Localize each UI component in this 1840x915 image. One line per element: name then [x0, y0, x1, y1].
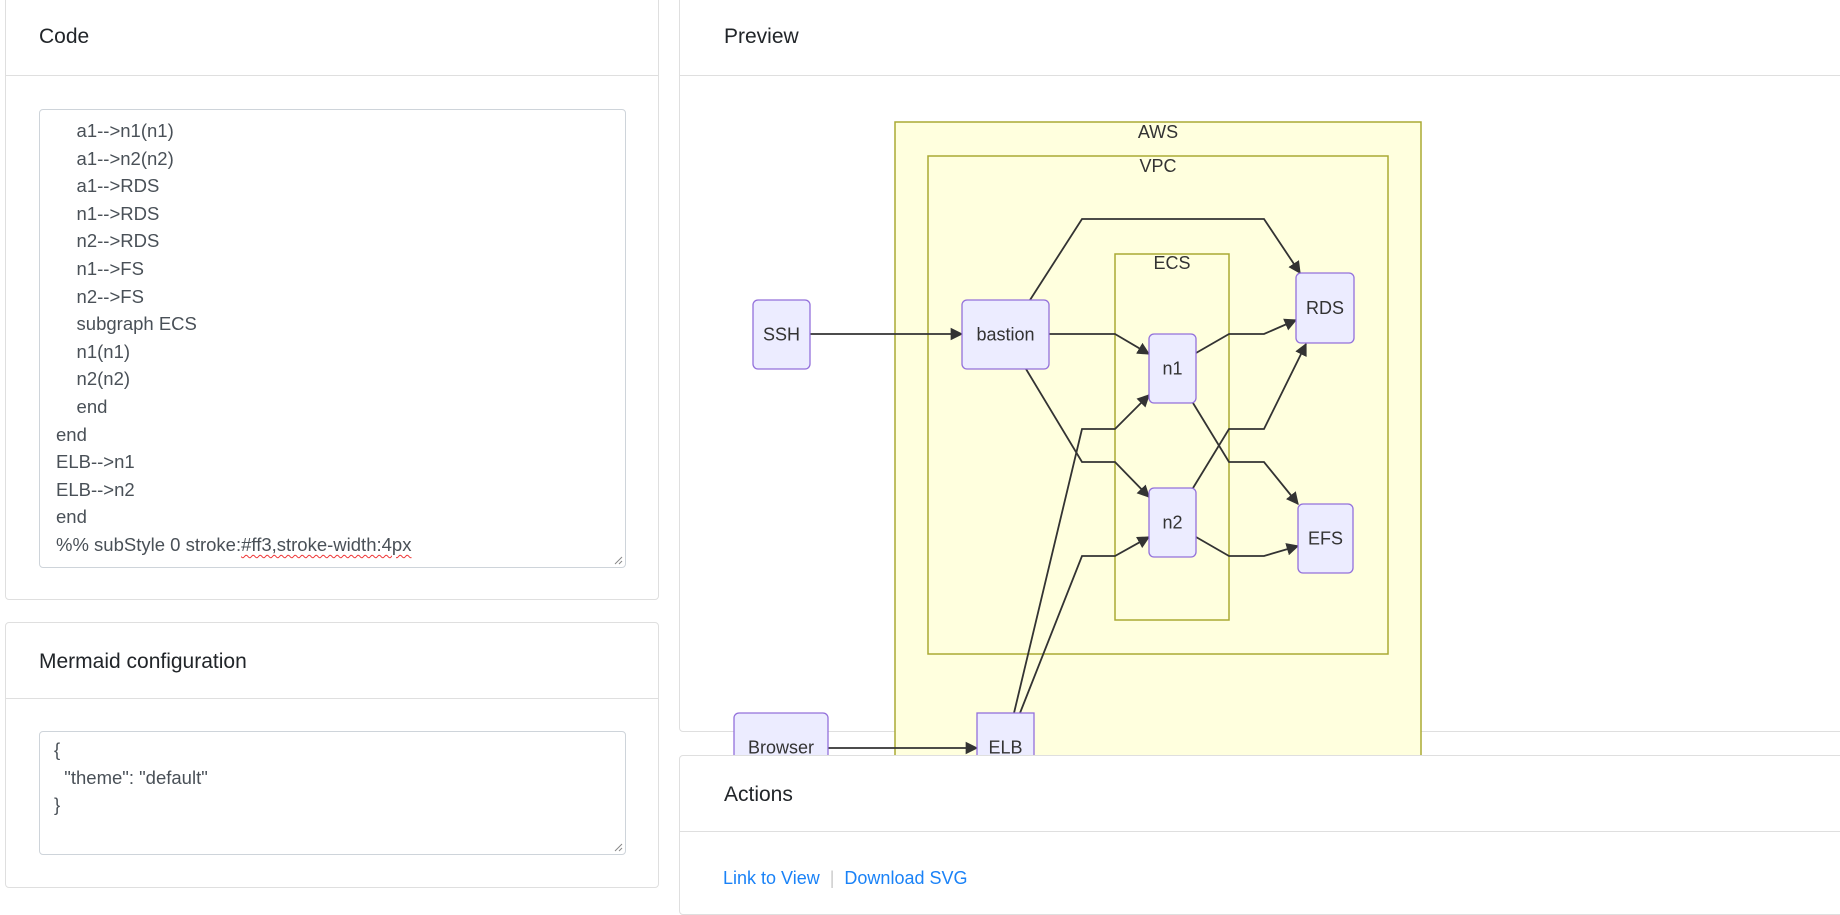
edge-n1-to-efs	[1192, 402, 1299, 505]
link-separator: |	[829, 868, 835, 888]
code-card-header: Code	[6, 0, 658, 76]
node-n1-label: n1	[1162, 359, 1182, 379]
code-title: Code	[39, 25, 90, 48]
edge-n2-to-efs	[1195, 536, 1300, 557]
node-elb-label: ELB	[988, 738, 1022, 758]
actions-title: Actions	[724, 783, 793, 806]
node-ssh[interactable]	[752, 299, 811, 370]
preview-title: Preview	[724, 25, 799, 48]
preview-card-header: Preview	[680, 0, 1840, 76]
node-ssh-label: SSH	[763, 325, 800, 345]
edge-bastion-to-n1	[1049, 333, 1151, 355]
actions-links: Link to View | Download SVG	[723, 868, 968, 889]
code-text: a1-->n1(n1) a1-->n2(n2) a1-->RDS n1-->RD…	[56, 120, 412, 555]
node-n2-label: n2	[1162, 513, 1182, 533]
code-card: Code a1-->n1(n1) a1-->n2(n2) a1-->RDS n1…	[5, 0, 659, 600]
config-title: Mermaid configuration	[39, 650, 247, 673]
link-to-view[interactable]: Link to View	[723, 868, 820, 888]
config-card: Mermaid configuration { "theme": "defaul…	[5, 622, 659, 888]
config-editor[interactable]: { "theme": "default" }	[39, 731, 626, 855]
config-card-header: Mermaid configuration	[6, 623, 658, 699]
cluster-vpc-label: VPC	[1139, 156, 1176, 176]
node-bastion[interactable]	[961, 299, 1050, 370]
cluster-aws-label: AWS	[1138, 122, 1178, 142]
node-efs-label: EFS	[1308, 529, 1343, 549]
edge-elb-to-n2	[1019, 536, 1151, 714]
actions-card: Actions Link to View | Download SVG	[679, 755, 1840, 915]
cluster-ecs	[1114, 253, 1230, 621]
node-n2[interactable]	[1148, 487, 1197, 558]
resize-handle-icon[interactable]	[613, 555, 623, 565]
node-n1[interactable]	[1148, 333, 1197, 404]
node-rds-label: RDS	[1306, 298, 1344, 318]
cluster-ecs-label: ECS	[1153, 253, 1190, 273]
edge-bastion-to-rds	[1029, 218, 1301, 301]
resize-handle-icon[interactable]	[613, 842, 623, 852]
node-bastion-label: bastion	[976, 325, 1034, 345]
download-svg-link[interactable]: Download SVG	[844, 868, 968, 888]
edge-bastion-to-n2	[1025, 368, 1150, 498]
code-editor[interactable]: a1-->n1(n1) a1-->n2(n2) a1-->RDS n1-->RD…	[39, 109, 626, 568]
edge-n1-to-rds	[1195, 318, 1298, 354]
node-efs[interactable]	[1297, 503, 1354, 574]
spellcheck-underline-text: #ff3,stroke-width:4px	[241, 533, 412, 555]
node-browser-label: Browser	[748, 738, 814, 758]
config-text: { "theme": "default" }	[54, 739, 208, 816]
edge-elb-to-n1	[1013, 394, 1150, 714]
node-rds[interactable]	[1295, 272, 1355, 344]
actions-card-header: Actions	[680, 756, 1840, 832]
edge-n2-to-rds	[1192, 342, 1307, 489]
